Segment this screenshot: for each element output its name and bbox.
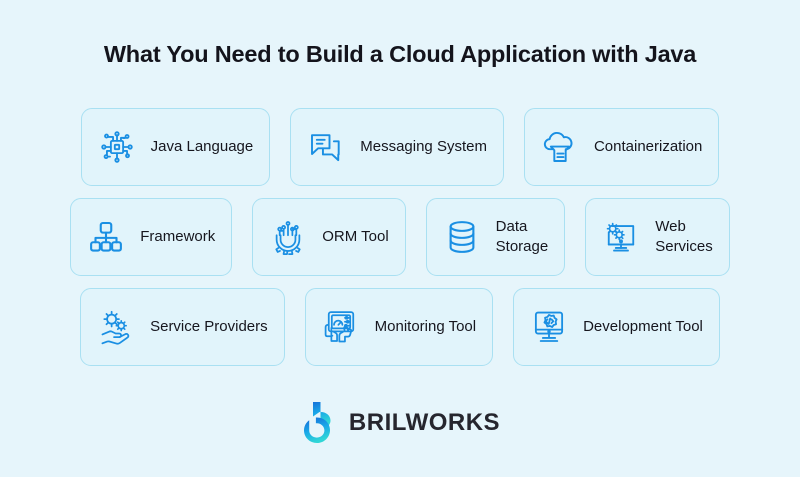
card-framework[interactable]: Framework — [70, 198, 233, 276]
card-label: Service Providers — [150, 318, 268, 336]
card-label: Framework — [140, 228, 216, 246]
card-row: Service Providers — [0, 288, 800, 366]
card-label: Monitoring Tool — [374, 318, 477, 336]
card-grid: Java Language Messaging System — [0, 108, 800, 378]
card-label: Containerization — [593, 138, 703, 156]
card-label: Web Services — [655, 218, 713, 255]
monitor-gears-icon — [600, 216, 642, 258]
microchip-circuit-icon — [96, 126, 138, 168]
card-containerization[interactable]: Containerization — [523, 108, 720, 186]
card-label: Messaging System — [360, 138, 487, 156]
hand-gears-icon — [95, 306, 137, 348]
page-title: What You Need to Build a Cloud Applicati… — [103, 41, 697, 67]
card-development-tool[interactable]: Development Tool — [513, 288, 720, 366]
brand-logo: BRILWORKS — [0, 400, 800, 446]
gear-circuit-icon — [267, 216, 309, 258]
card-label: Data Storage — [495, 218, 549, 255]
database-cylinder-icon — [441, 216, 483, 258]
card-service-providers[interactable]: Service Providers — [80, 288, 285, 366]
card-monitoring-tool[interactable]: Monitoring Tool — [304, 288, 494, 366]
card-java-language[interactable]: Java Language — [80, 108, 271, 186]
card-label: ORM Tool — [322, 228, 389, 246]
card-messaging-system[interactable]: Messaging System — [290, 108, 504, 186]
cloud-document-icon — [539, 126, 581, 168]
card-row: Framework ORM Tool — [0, 198, 800, 276]
card-orm-tool[interactable]: ORM Tool — [252, 198, 406, 276]
dashboard-tablet-hands-icon — [320, 306, 362, 348]
card-label: Java Language — [150, 138, 254, 156]
brand-name: BRILWORKS — [348, 409, 501, 436]
chat-bubbles-icon — [305, 126, 347, 168]
card-data-storage[interactable]: Data Storage — [425, 198, 566, 276]
card-web-services[interactable]: Web Services — [585, 198, 730, 276]
monitor-code-gear-icon — [528, 306, 570, 348]
card-row: Java Language Messaging System — [0, 108, 800, 186]
brilworks-b-logo-icon — [300, 400, 340, 446]
card-label: Development Tool — [583, 318, 703, 336]
hierarchy-sitemap-icon — [85, 216, 127, 258]
